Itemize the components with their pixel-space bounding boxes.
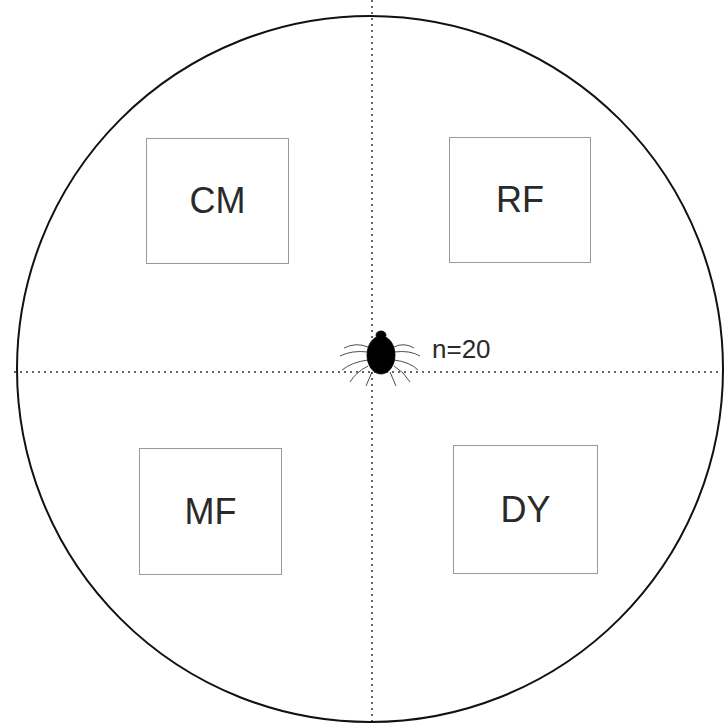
box-label: CM [190,180,246,222]
box-label: RF [496,179,544,221]
sample-size-label: n=20 [430,334,493,365]
choice-box: CM [146,138,289,264]
choice-box: DY [453,445,598,574]
horizontal-divider [14,371,728,373]
tick-figure [340,331,420,386]
box-label: MF [185,491,237,533]
choice-box: MF [139,448,282,575]
box-label: DY [500,489,550,531]
choice-box: RF [449,137,591,263]
arena-circle [17,16,723,722]
